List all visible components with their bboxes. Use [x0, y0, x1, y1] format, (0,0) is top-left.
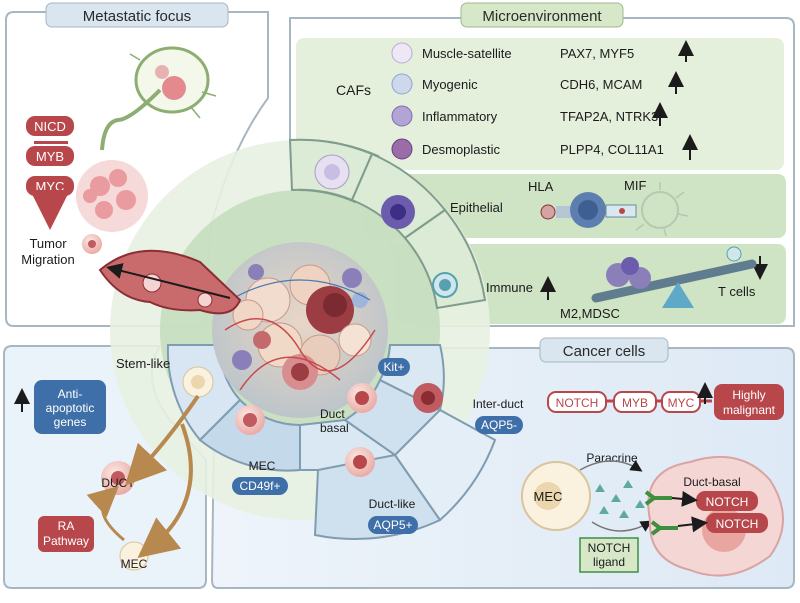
cancer-header [539, 337, 669, 363]
caf-rows: Muscle-satellite PAX7, MYF5 Myogenic CDH… [391, 40, 698, 160]
mec-ring-label: MEC [249, 459, 276, 473]
epithelial-interaction-icon [540, 182, 689, 237]
duct-basal-label: Duct-basal [683, 475, 740, 489]
caf-panel [296, 38, 784, 170]
aqp5neg-label: AQP5- [481, 418, 517, 432]
nicd-label: NICD [34, 119, 66, 134]
anti-apoptotic-box [34, 380, 106, 434]
caf-name-0: Muscle-satellite [422, 46, 512, 61]
ligand-line-0: NOTCH [588, 541, 631, 555]
tumor-cluster-icon [76, 160, 148, 232]
notch-ligand-box [579, 537, 639, 573]
duct-basal-0: Duct [320, 407, 345, 421]
immune-label: Immune [486, 280, 533, 295]
cancer-cell-ring [182, 366, 443, 477]
duct-label: DUCT [101, 476, 135, 490]
microenvironment-title: Microenvironment [482, 8, 602, 25]
lymph-node-icon [100, 46, 217, 151]
differentiation-cycle: DUCT MEC RA Pathway [38, 394, 200, 571]
anti-line-1: apoptotic [46, 401, 95, 415]
anti-line-2: genes [54, 415, 87, 429]
aqp5pos-badge [368, 516, 418, 534]
cancer-chain: NOTCH MYB MYC Highly malignant [547, 382, 784, 420]
mec-label: MEC [121, 557, 148, 571]
paracrine-arrow-icon [579, 460, 643, 472]
caf-genes-0: PAX7, MYF5 [560, 46, 634, 61]
tumor-cells [224, 264, 376, 391]
caf-name-1: Myogenic [422, 77, 478, 92]
metastatic-chain: NICD MYB MYC [26, 116, 74, 230]
kit-label: Kit+ [383, 360, 404, 374]
mif-label: MIF [624, 178, 646, 193]
myb-label: MYB [36, 149, 64, 164]
seesaw-icon [591, 246, 757, 308]
notch-badge-1: NOTCH [706, 495, 749, 509]
ring-inter-duct-outer [393, 408, 497, 522]
caf-name-2: Inflammatory [422, 109, 498, 124]
paracrine-arrow-icon [591, 520, 653, 532]
ra-line-1: Pathway [43, 534, 89, 548]
caf-cell-ring [314, 154, 458, 298]
mec-cell-icon: MEC [521, 461, 591, 531]
highly-0: Highly [732, 388, 765, 402]
myb-chain-1: MYB [622, 396, 648, 410]
mec-cell-label: MEC [534, 489, 563, 504]
tumor-label: Tumor [29, 236, 67, 251]
caf-genes-3: PLPP4, COL11A1 [560, 142, 664, 157]
caf-name-3: Desmoplastic [422, 142, 501, 157]
metastatic-header [45, 2, 229, 28]
ra-line-0: RA [58, 519, 75, 533]
duct-like-label: Duct-like [369, 497, 416, 511]
stem-like-label: Stem-like [116, 356, 170, 371]
m2-mdsc-label: M2,MDSC [560, 306, 620, 321]
myc-label: MYC [36, 179, 65, 194]
inter-duct-label: Inter-duct [473, 397, 524, 411]
caf-genes-2: TFAP2A, NTRK3 [560, 109, 658, 124]
aqp5neg-badge [475, 416, 523, 434]
anti-line-0: Anti- [58, 387, 83, 401]
duct-basal-cell-icon: Duct-basal NOTCH NOTCH [644, 455, 784, 577]
metastatic-title: Metastatic focus [83, 8, 191, 25]
cd49-badge [232, 477, 288, 495]
cd49-label: CD49f+ [239, 479, 280, 493]
kit-badge [378, 358, 410, 376]
ligand-dots-icon [595, 480, 645, 518]
cancer-cells-title: Cancer cells [563, 343, 646, 360]
migration-arrow-icon [106, 263, 231, 299]
ligand-line-1: ligand [593, 555, 625, 569]
myc-chain-2: MYC [668, 396, 695, 410]
notch-chain-0: NOTCH [556, 396, 599, 410]
paracrine-label: Paracrine [586, 451, 638, 465]
micro-header [460, 2, 624, 28]
epithelial-label: Epithelial [450, 200, 503, 215]
highly-1: malignant [723, 403, 776, 417]
caf-genes-1: CDH6, MCAM [560, 77, 642, 92]
cafs-label: CAFs [336, 82, 371, 98]
notch-badge-2: NOTCH [716, 517, 759, 531]
t-cells-label: T cells [718, 284, 756, 299]
aqp5pos-label: AQP5+ [373, 518, 412, 532]
duct-basal-1: basal [320, 421, 349, 435]
hla-label: HLA [528, 179, 554, 194]
migration-label: Migration [21, 252, 74, 267]
